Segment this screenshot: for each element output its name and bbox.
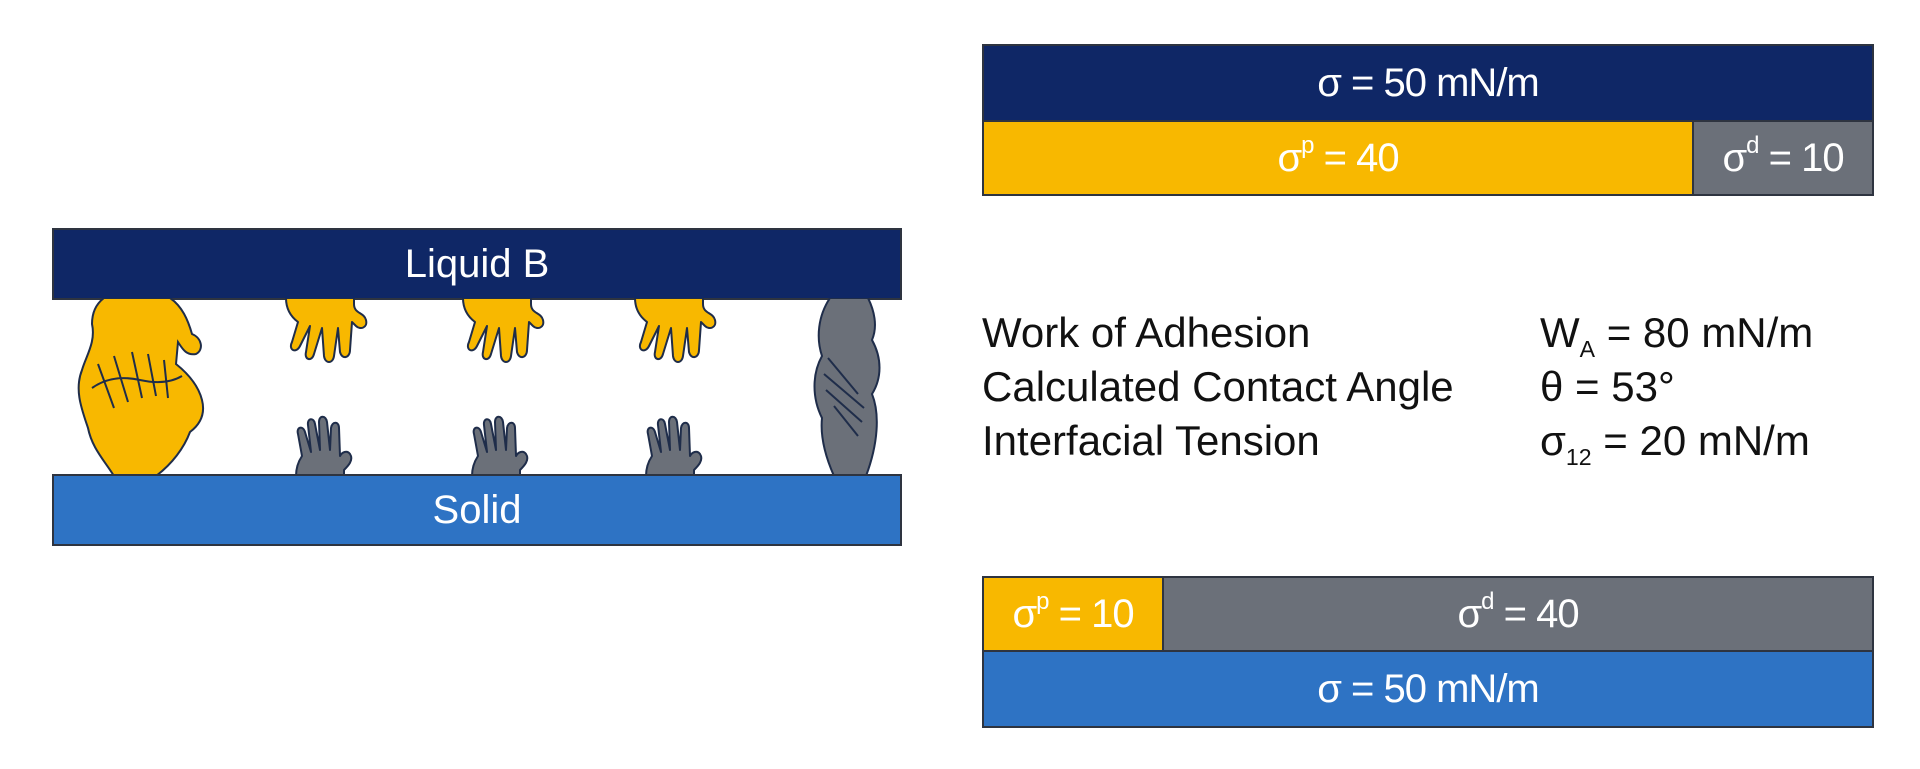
solid-total-label: σ = 50 mN/m — [1317, 667, 1540, 711]
yellow-hand-icon — [285, 298, 368, 363]
liquid-polar-bar: σp = 40 — [982, 120, 1694, 196]
polar-value-text: = 40 — [1313, 136, 1400, 180]
large-yellow-hands-clasp-icon — [77, 298, 204, 476]
value-rest: = 20 mN/m — [1591, 417, 1810, 464]
property-name: Interfacial Tension — [982, 417, 1320, 464]
property-value: θ = 53° — [1540, 360, 1675, 414]
value-main: σ — [1540, 417, 1566, 464]
value-main: θ = 53° — [1540, 363, 1675, 410]
liquid-dispersive-bar: σd = 10 — [1692, 120, 1874, 196]
liquid-b-label: Liquid B — [404, 242, 550, 286]
value-subscript: 12 — [1565, 444, 1592, 471]
dispersive-value-text: = 10 — [1758, 136, 1845, 180]
yellow-hand-icon — [634, 298, 717, 363]
property-name: Work of Adhesion — [982, 309, 1311, 356]
solid-polar-bar: σp = 10 — [982, 576, 1164, 652]
gray-hand-icon — [471, 415, 529, 476]
liquid-polar-label: σp = 40 — [1277, 134, 1400, 180]
liquid-total-label: σ = 50 mN/m — [1317, 61, 1540, 105]
gray-hand-icon — [295, 415, 353, 476]
solid-label: Solid — [432, 488, 522, 532]
yellow-hand-icon — [462, 298, 545, 363]
property-value: WA = 80 mN/m — [1540, 306, 1813, 366]
dispersive-superscript: d — [1481, 588, 1494, 616]
hands-illustration — [77, 298, 881, 476]
solid-layer: Solid — [52, 474, 902, 546]
liquid-dispersive-label: σd = 10 — [1722, 134, 1845, 180]
liquid-total-bar: σ = 50 mN/m — [982, 44, 1874, 122]
liquid-b-layer: Liquid B — [52, 228, 902, 300]
yellow-hands-group — [285, 298, 717, 363]
polar-value-text: = 10 — [1048, 592, 1135, 636]
gray-hand-icon — [645, 415, 703, 476]
sigma-symbol: σ — [1457, 592, 1482, 636]
polar-superscript: p — [1301, 132, 1314, 160]
solid-dispersive-bar: σd = 40 — [1162, 576, 1874, 652]
solid-total-bar: σ = 50 mN/m — [982, 650, 1874, 728]
solid-polar-label: σp = 10 — [1012, 590, 1135, 636]
property-value: σ12 = 20 mN/m — [1540, 414, 1810, 474]
polar-superscript: p — [1036, 588, 1049, 616]
dispersive-value-text: = 40 — [1493, 592, 1580, 636]
dispersive-superscript: d — [1746, 132, 1759, 160]
solid-dispersive-label: σd = 40 — [1457, 590, 1580, 636]
value-subscript: A — [1579, 336, 1596, 363]
value-rest: = 80 mN/m — [1595, 309, 1814, 356]
sigma-symbol: σ — [1012, 592, 1037, 636]
large-gray-hands-clasp-icon — [813, 298, 881, 476]
sigma-symbol: σ — [1722, 136, 1747, 180]
property-name: Calculated Contact Angle — [982, 363, 1454, 410]
sigma-symbol: σ — [1277, 136, 1302, 180]
value-main: W — [1540, 309, 1580, 356]
gray-hands-group — [295, 415, 703, 476]
